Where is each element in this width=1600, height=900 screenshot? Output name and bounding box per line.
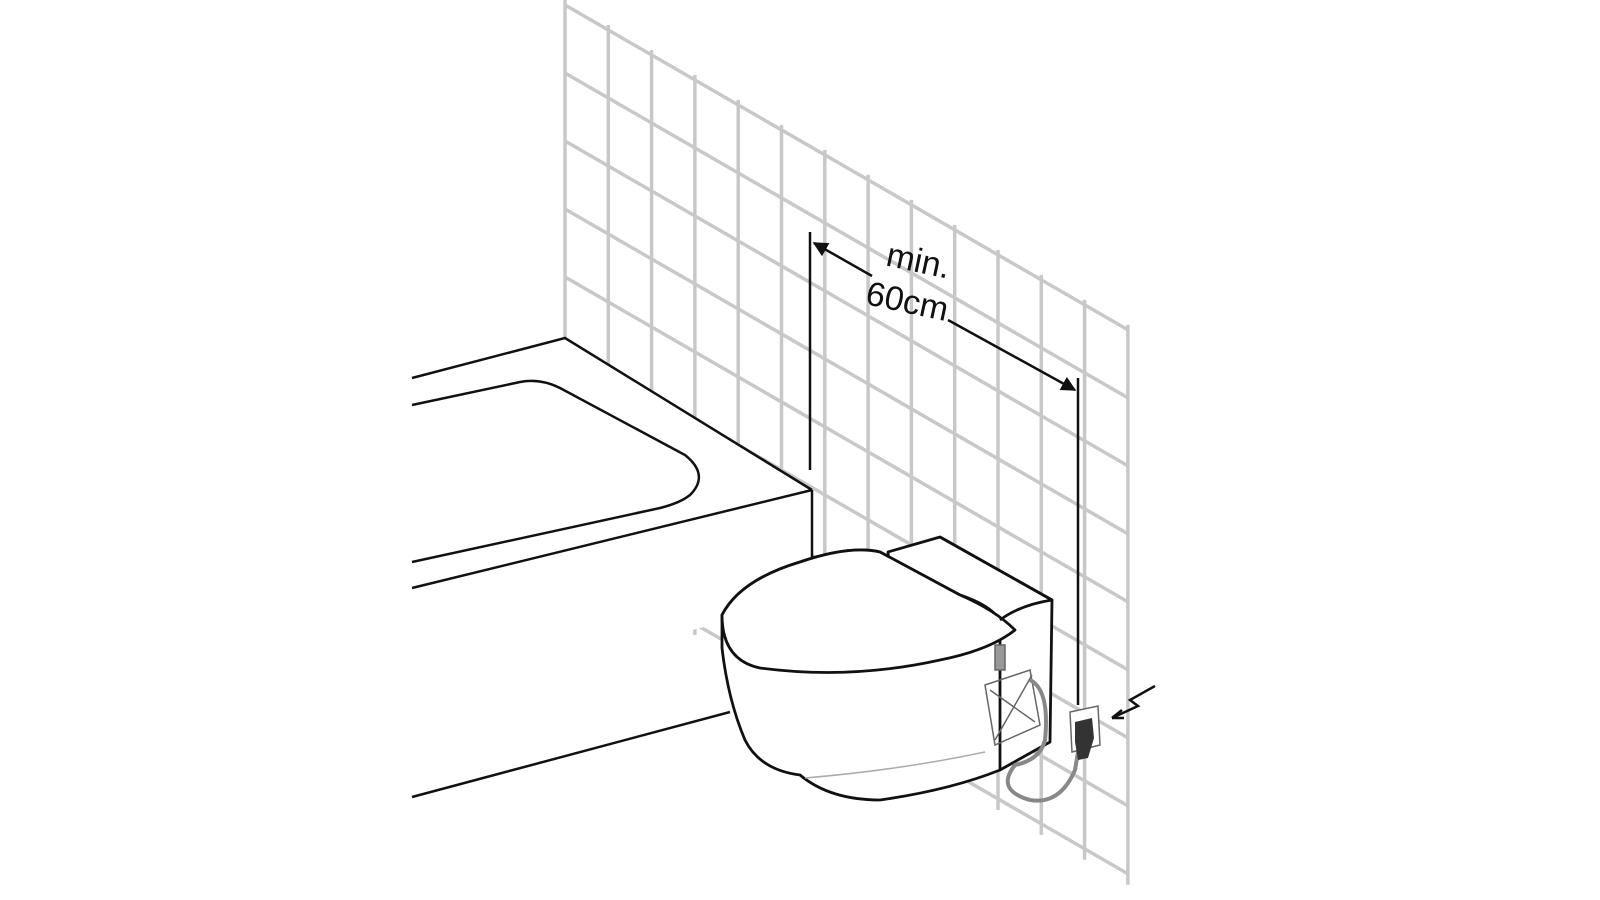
dimension-indicator bbox=[808, 232, 1080, 705]
tile-joint-horizontal bbox=[564, 275, 1129, 604]
dimension-arrow-right bbox=[947, 318, 1077, 392]
bathtub bbox=[411, 336, 814, 799]
water-connection bbox=[984, 644, 1082, 803]
wall-socket bbox=[1069, 705, 1101, 760]
power-plug bbox=[1075, 718, 1094, 760]
dimension-arrow-left bbox=[812, 241, 873, 278]
tile-joint-horizontal bbox=[564, 71, 1129, 400]
lightning-bolt-icon bbox=[1111, 684, 1156, 720]
toilet-lid bbox=[720, 548, 1017, 674]
tile-joint-horizontal bbox=[564, 3, 1129, 332]
tile-joint-horizontal bbox=[564, 139, 1129, 468]
tile-joint-horizontal bbox=[564, 207, 1129, 536]
power-cable bbox=[1005, 678, 1082, 803]
